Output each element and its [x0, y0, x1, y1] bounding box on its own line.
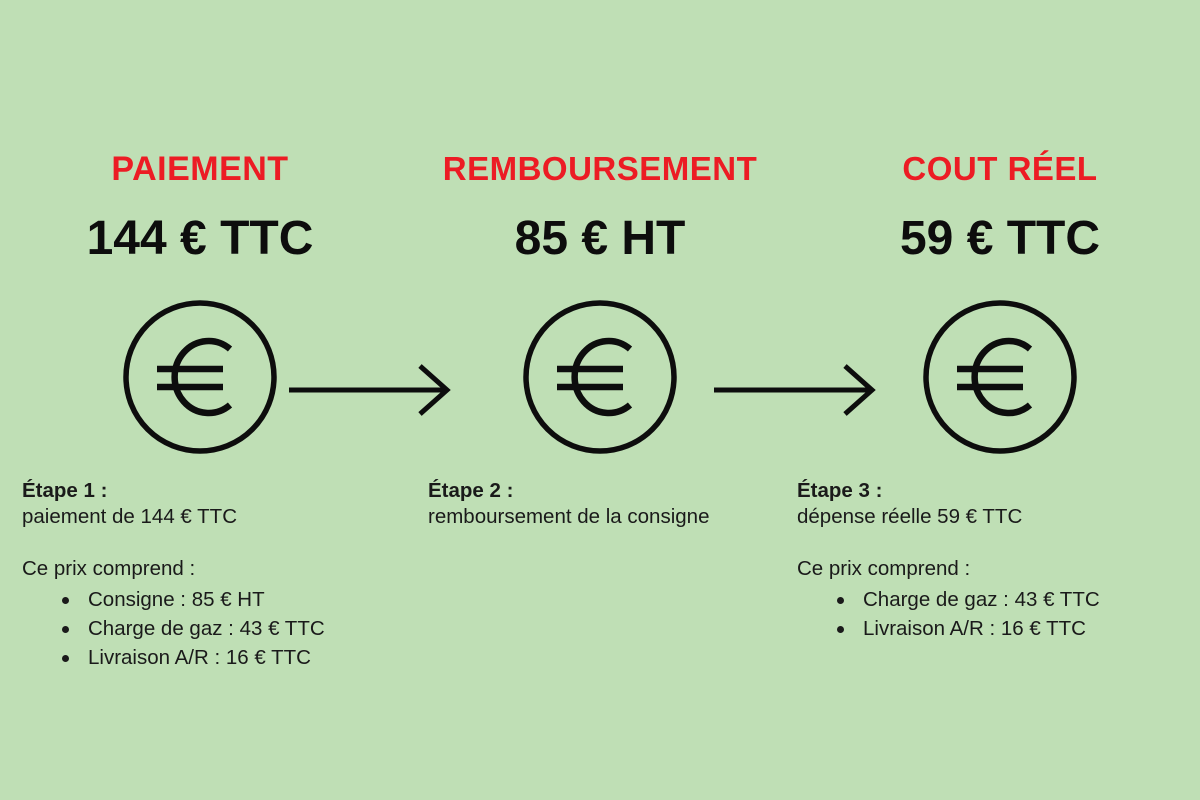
column-kicker-2: REMBOURSEMENT	[442, 150, 758, 187]
step-column-3: COUT RÉEL 59 € TTC Étape 3 : dépense rée…	[797, 0, 1200, 800]
arrow-right-icon	[287, 362, 457, 418]
step-description-3: dépense réelle 59 € TTC	[797, 505, 1023, 529]
column-amount-2: 85 € HT	[514, 212, 686, 265]
step-label-1: Étape 1 :	[22, 479, 108, 502]
includes-list-3: Charge de gaz : 43 € TTC Livraison A/R :…	[797, 585, 1197, 643]
list-item: Livraison A/R : 16 € TTC	[62, 643, 412, 672]
step-text-1: Étape 1 : paiement de 144 € TTC Ce prix …	[22, 478, 412, 672]
step-description-1: paiement de 144 € TTC	[22, 505, 237, 529]
column-amount-3: 59 € TTC	[899, 212, 1101, 265]
step-text-2: Étape 2 : remboursement de la consigne	[428, 478, 788, 530]
includes-label-1: Ce prix comprend :	[22, 557, 196, 581]
euro-coin-icon	[920, 297, 1080, 457]
step-text-3: Étape 3 : dépense réelle 59 € TTC Ce pri…	[797, 478, 1197, 643]
step-label-3: Étape 3 :	[797, 479, 883, 502]
step-description-2: remboursement de la consigne	[428, 505, 710, 529]
column-amount-1: 144 € TTC	[86, 212, 314, 265]
list-item: Livraison A/R : 16 € TTC	[837, 614, 1197, 643]
euro-coin-icon	[520, 297, 680, 457]
arrow-right-icon	[712, 362, 882, 418]
column-kicker-1: PAIEMENT	[111, 150, 289, 188]
includes-list-1: Consigne : 85 € HT Charge de gaz : 43 € …	[22, 585, 412, 672]
euro-coin-icon	[120, 297, 280, 457]
includes-label-3: Ce prix comprend :	[797, 557, 971, 581]
list-item: Charge de gaz : 43 € TTC	[62, 614, 412, 643]
list-item: Consigne : 85 € HT	[62, 585, 412, 614]
step-column-1: PAIEMENT 144 € TTC Étape 1 : paiement de…	[0, 0, 400, 800]
list-item: Charge de gaz : 43 € TTC	[837, 585, 1197, 614]
step-column-2: REMBOURSEMENT 85 € HT Étape 2 : rembours…	[400, 0, 800, 800]
column-kicker-3: COUT RÉEL	[902, 150, 1098, 187]
step-label-2: Étape 2 :	[428, 479, 514, 502]
